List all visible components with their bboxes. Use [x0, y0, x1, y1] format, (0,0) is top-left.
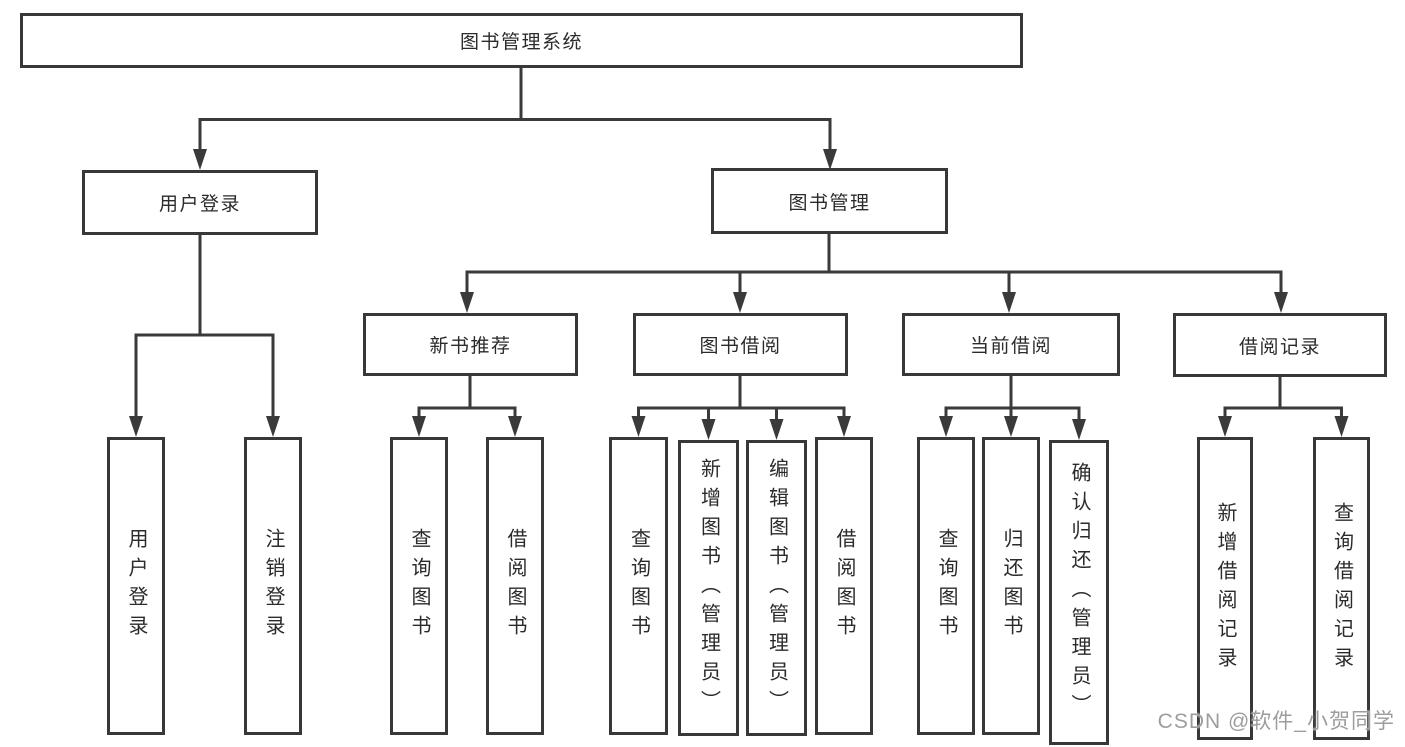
arrowhead-logout — [266, 416, 280, 437]
node-borrowing-records: 借阅记录 — [1173, 313, 1387, 377]
node-leaf-user-login: 用户登录 — [107, 437, 165, 735]
arrowhead-cb-query — [939, 416, 953, 437]
node-library-management-system-label: 图书管理系统 — [459, 32, 583, 53]
arrowhead-bb-query — [631, 416, 646, 437]
node-leaf-br-add-record: 新增借阅记录 — [1197, 437, 1253, 740]
node-book-management-label: 图书管理 — [788, 192, 871, 214]
node-leaf-cb-query-book-label: 查询图书 — [935, 528, 957, 644]
node-leaf-br-query-record: 查询借阅记录 — [1313, 437, 1370, 740]
node-leaf-nb-query-book-label: 查询图书 — [408, 528, 430, 644]
node-leaf-nb-borrow-book-label: 借阅图书 — [504, 528, 526, 644]
node-leaf-logout-label: 注销登录 — [262, 528, 284, 644]
node-leaf-bb-query-book-label: 查询图书 — [627, 528, 650, 644]
arrowhead-bb-borrow — [837, 416, 851, 437]
node-library-management-system: 图书管理系统 — [20, 13, 1023, 68]
node-leaf-br-query-record-label: 查询借阅记录 — [1330, 501, 1353, 676]
node-leaf-cb-return-book-label: 归还图书 — [1000, 528, 1022, 644]
arrowhead-borrow-record — [1274, 292, 1288, 313]
node-book-management: 图书管理 — [711, 168, 948, 234]
arrowhead-cb-return — [1004, 416, 1018, 437]
arrowhead-current-borrow — [1002, 292, 1016, 313]
node-leaf-logout: 注销登录 — [244, 437, 302, 735]
node-leaf-bb-borrow-book-label: 借阅图书 — [833, 528, 855, 644]
node-leaf-cb-return-book: 归还图书 — [982, 437, 1040, 735]
node-user-login: 用户登录 — [82, 170, 318, 235]
node-leaf-bb-add-book-admin: 新增图书（管理员） — [678, 440, 739, 736]
node-borrowing-records-label: 借阅记录 — [1238, 336, 1321, 358]
node-leaf-bb-borrow-book: 借阅图书 — [815, 437, 873, 735]
arrowhead-nb-query — [412, 416, 426, 437]
node-new-book-recommendation: 新书推荐 — [363, 313, 578, 376]
arrowhead-cb-confirm — [1072, 419, 1086, 440]
node-leaf-nb-query-book: 查询图书 — [390, 437, 448, 735]
arrowhead-bb-add — [701, 419, 716, 440]
node-leaf-cb-confirm-return-admin: 确认归还（管理员） — [1049, 440, 1109, 745]
node-leaf-bb-query-book: 查询图书 — [609, 437, 668, 735]
arrowhead-login — [129, 416, 143, 437]
node-current-borrowing-label: 当前借阅 — [969, 336, 1052, 357]
node-leaf-user-login-label: 用户登录 — [125, 528, 147, 644]
node-leaf-cb-confirm-return-admin-label: 确认归还（管理员） — [1068, 462, 1090, 723]
arrowhead-user-login — [193, 149, 207, 170]
node-new-book-recommendation-label: 新书推荐 — [429, 336, 512, 357]
node-leaf-bb-edit-book-admin-label: 编辑图书（管理员） — [765, 457, 788, 719]
arrowhead-new-book — [460, 292, 474, 313]
arrowhead-book-borrow — [733, 292, 747, 313]
arrowhead-br-query — [1334, 416, 1349, 437]
node-user-login-label: 用户登录 — [158, 194, 241, 215]
node-leaf-bb-add-book-admin-label: 新增图书（管理员） — [697, 457, 720, 719]
arrowhead-book-mgmt — [823, 149, 837, 170]
node-leaf-cb-query-book: 查询图书 — [917, 437, 975, 735]
node-book-borrowing-label: 图书借阅 — [699, 336, 782, 357]
arrowhead-bb-edit — [769, 419, 784, 440]
arrowhead-nb-borrow — [508, 416, 522, 437]
arrowhead-br-add — [1218, 416, 1232, 437]
node-leaf-bb-edit-book-admin: 编辑图书（管理员） — [746, 440, 807, 736]
node-current-borrowing: 当前借阅 — [902, 313, 1120, 376]
node-book-borrowing: 图书借阅 — [633, 313, 848, 376]
watermark: CSDN @软件_小贺同学 — [1157, 710, 1395, 733]
node-leaf-nb-borrow-book: 借阅图书 — [486, 437, 544, 735]
node-leaf-br-add-record-label: 新增借阅记录 — [1214, 501, 1236, 676]
